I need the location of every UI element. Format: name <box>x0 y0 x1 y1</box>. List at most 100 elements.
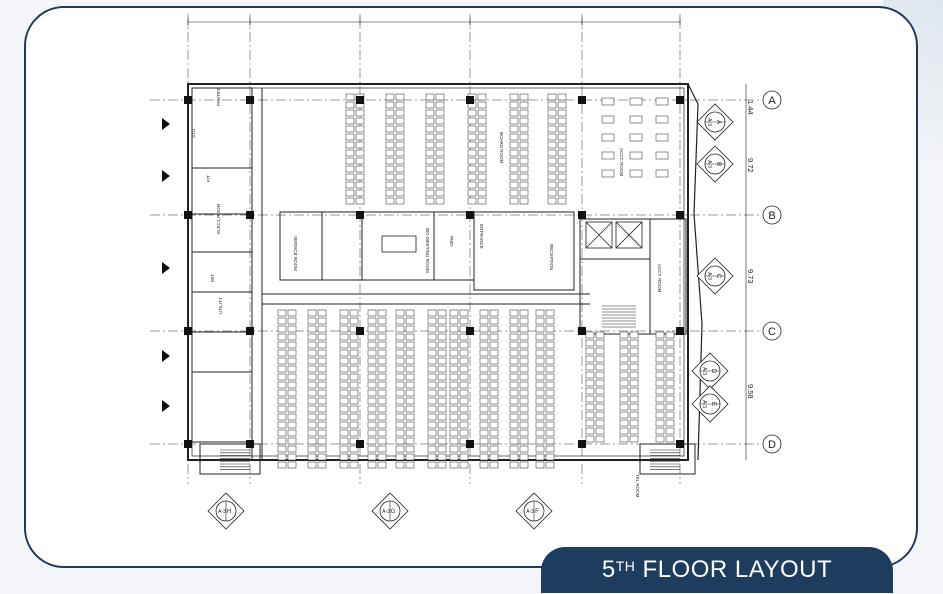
workstation-desk <box>395 93 405 101</box>
workstation-desk <box>479 429 489 437</box>
workstation-desk <box>629 331 639 339</box>
workstation-desk <box>385 117 395 125</box>
workstation-desk <box>277 405 287 413</box>
workstation-desk <box>489 341 499 349</box>
workstation-desk <box>437 349 447 357</box>
workstation-desk <box>477 173 487 181</box>
workstation-desk <box>629 379 639 387</box>
workstation-desk <box>519 333 529 341</box>
workstation-desk <box>519 181 529 189</box>
structural-column <box>578 440 586 448</box>
workstation-desk <box>619 379 629 387</box>
workstation-desk <box>425 93 435 101</box>
svg-text:A: A <box>715 120 721 124</box>
structural-column <box>578 96 586 104</box>
dim-2: 9.72 <box>746 158 755 173</box>
workstation-desk <box>519 421 529 429</box>
workstation-desk <box>349 317 359 325</box>
workstation-desk <box>665 363 675 371</box>
workstation-desk <box>545 349 555 357</box>
workstation-desk <box>665 339 675 347</box>
workstation-desk <box>355 149 365 157</box>
workstation-desk <box>665 427 675 435</box>
workstation-desk <box>489 397 499 405</box>
workstation-desk <box>367 437 377 445</box>
workstation-desk <box>427 429 437 437</box>
workstation-desk <box>385 181 395 189</box>
room-label-board: BOARD ROOM <box>499 132 504 164</box>
workstation-desk <box>519 93 529 101</box>
workstation-desk <box>437 341 447 349</box>
workstation-desk <box>395 365 405 373</box>
workstation-desk <box>339 453 349 461</box>
workstation-desk <box>535 309 545 317</box>
workstation-desk <box>619 371 629 379</box>
workstation-desk <box>287 413 297 421</box>
svg-text:D: D <box>710 369 716 374</box>
workstation-desk <box>367 317 377 325</box>
workstation-desk <box>519 317 529 325</box>
workstation-desk <box>437 429 447 437</box>
workstation-desk <box>435 157 445 165</box>
room-label-utility: UTILITY <box>218 297 223 314</box>
workstation-desk <box>345 165 355 173</box>
workstation-desk <box>449 373 459 381</box>
workstation-desk <box>437 405 447 413</box>
office-desk <box>655 97 669 106</box>
workstation-desk <box>459 389 469 397</box>
workstation-desk <box>449 453 459 461</box>
workstation-desk <box>509 333 519 341</box>
workstation-desk <box>395 157 405 165</box>
workstation-desk <box>425 197 435 205</box>
workstation-desk <box>287 453 297 461</box>
workstation-desk <box>535 405 545 413</box>
workstation-desk <box>287 357 297 365</box>
office-desk <box>601 169 615 178</box>
workstation-desk <box>355 173 365 181</box>
workstation-desk <box>595 339 605 347</box>
workstation-desk <box>395 109 405 117</box>
grid-bubble-b: B <box>762 205 782 225</box>
workstation-desk <box>459 333 469 341</box>
svg-text:B: B <box>715 162 721 166</box>
workstation-desk <box>405 421 415 429</box>
workstation-desk <box>349 309 359 317</box>
workstation-desk <box>425 189 435 197</box>
workstation-desk <box>595 347 605 355</box>
workstation-desk <box>535 381 545 389</box>
workstation-desk <box>349 445 359 453</box>
workstation-desk <box>435 197 445 205</box>
workstation-desk <box>385 133 395 141</box>
workstation-desk <box>519 125 529 133</box>
workstation-desk <box>277 381 287 389</box>
workstation-desk <box>479 453 489 461</box>
workstation-desk <box>307 461 317 469</box>
workstation-desk <box>427 325 437 333</box>
workstation-desk <box>317 389 327 397</box>
workstation-desk <box>547 141 557 149</box>
workstation-desk <box>557 157 567 165</box>
workstation-desk <box>479 381 489 389</box>
workstation-desk <box>467 117 477 125</box>
workstation-desk <box>557 189 567 197</box>
workstation-desk <box>317 325 327 333</box>
workstation-desk <box>509 437 519 445</box>
workstation-desk <box>307 437 317 445</box>
workstation-desk <box>377 389 387 397</box>
workstation-desk <box>629 403 639 411</box>
workstation-desk <box>655 411 665 419</box>
workstation-desk <box>479 413 489 421</box>
workstation-desk <box>467 173 477 181</box>
svg-text:H: H <box>227 509 231 515</box>
workstation-desk <box>477 157 487 165</box>
workstation-desk <box>435 101 445 109</box>
workstation-desk <box>317 309 327 317</box>
workstation-desk <box>479 357 489 365</box>
workstation-desk <box>367 349 377 357</box>
office-desk <box>629 169 643 178</box>
workstation-desk <box>519 405 529 413</box>
workstation-desk <box>349 341 359 349</box>
workstation-desk <box>665 387 675 395</box>
workstation-desk <box>349 461 359 469</box>
workstation-desk <box>509 189 519 197</box>
